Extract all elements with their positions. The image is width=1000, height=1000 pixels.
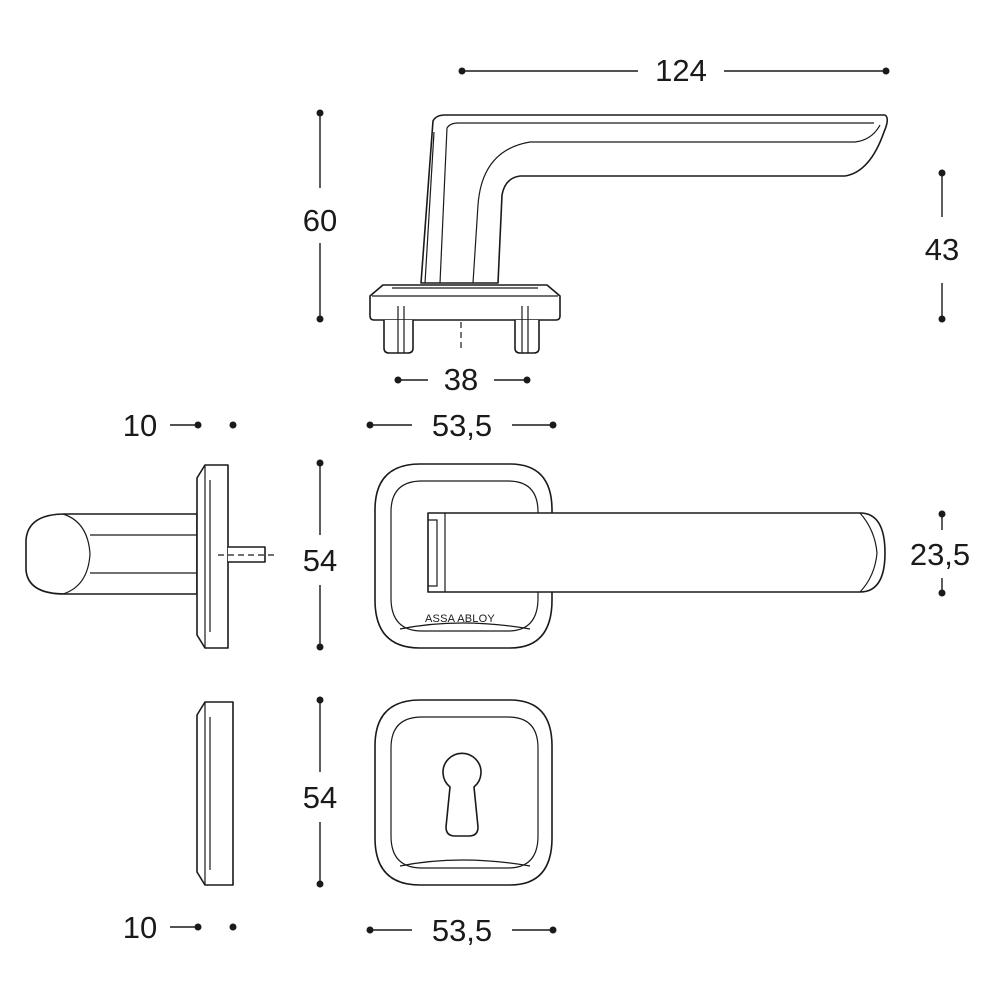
dimension-rose-thickness-top: 10 (123, 408, 237, 443)
cylinder-keyhole (442, 752, 482, 837)
lever-front-tip (859, 512, 878, 593)
escutcheon-front-view (374, 699, 553, 886)
dim-label-124: 124 (655, 53, 707, 88)
dimension-rose-height-bottom: 54 (303, 696, 337, 888)
dim-label-53-5-bottom: 53,5 (432, 913, 492, 948)
dimension-pin-spacing: 38 (394, 362, 531, 397)
dim-label-10-top: 10 (123, 408, 157, 443)
lever-side-curve-line (472, 124, 881, 284)
dim-label-53-5-top: 53,5 (432, 408, 492, 443)
dimension-lever-length: 124 (458, 53, 890, 88)
pin-right (514, 319, 540, 354)
dim-label-54-bottom: 54 (303, 780, 337, 815)
rose-front-arc (399, 622, 531, 630)
dim-label-10-bottom: 10 (123, 910, 157, 945)
dimension-lever-thickness: 23,5 (910, 510, 970, 597)
dimension-rose-width-top: 53,5 (366, 408, 557, 443)
lever-grip-end (25, 513, 198, 595)
dimension-rose-width-bottom: 53,5 (366, 913, 557, 948)
lever-front-body (427, 512, 886, 593)
dimension-rose-thickness-bottom: 10 (123, 910, 237, 945)
lever-front-neck (428, 519, 438, 587)
dimension-rose-height-top: 54 (303, 459, 337, 651)
rose-side-plate (196, 464, 229, 649)
rose-side-base (369, 284, 561, 321)
rose-front-inner (390, 480, 539, 632)
escutcheon-front-arc (399, 859, 531, 867)
dimension-lever-height: 43 (925, 169, 959, 323)
dimension-total-height: 60 (303, 109, 337, 323)
lever-side-inner-line (439, 122, 874, 284)
lever-side-view (369, 114, 889, 354)
escutcheon-front-inner (390, 716, 539, 869)
dim-label-54-top: 54 (303, 543, 337, 578)
lever-end-side-view (25, 464, 274, 649)
dim-label-38: 38 (444, 362, 478, 397)
dim-label-60: 60 (303, 203, 337, 238)
dim-label-23-5: 23,5 (910, 537, 970, 572)
brand-label: ASSA ABLOY (425, 613, 495, 625)
lever-side-outline (420, 114, 889, 284)
lever-side-edge (424, 131, 435, 284)
lever-grip-curve (62, 513, 91, 595)
spindle-stub (227, 546, 266, 563)
lever-front-view: ASSA ABLOY (374, 463, 886, 649)
escutcheon-side-plate (196, 701, 234, 886)
escutcheon-side-view (196, 701, 234, 886)
dim-label-43: 43 (925, 232, 959, 267)
